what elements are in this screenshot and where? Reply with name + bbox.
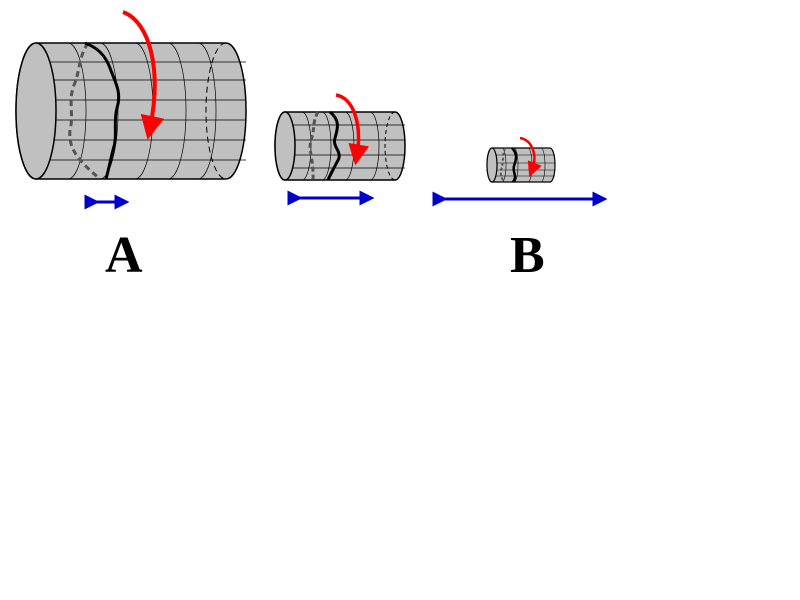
small-cylinder bbox=[486, 136, 556, 183]
crack-line bbox=[84, 41, 121, 180]
length-arrows bbox=[84, 190, 608, 210]
label-a: A bbox=[105, 227, 143, 284]
curved-arrow-icon bbox=[335, 93, 370, 166]
curved-arrow-icon bbox=[519, 136, 542, 177]
label-b: B bbox=[510, 227, 545, 284]
medium-cylinder bbox=[274, 93, 406, 181]
curved-arrow-icon bbox=[122, 10, 165, 140]
large-cylinder bbox=[15, 10, 247, 181]
